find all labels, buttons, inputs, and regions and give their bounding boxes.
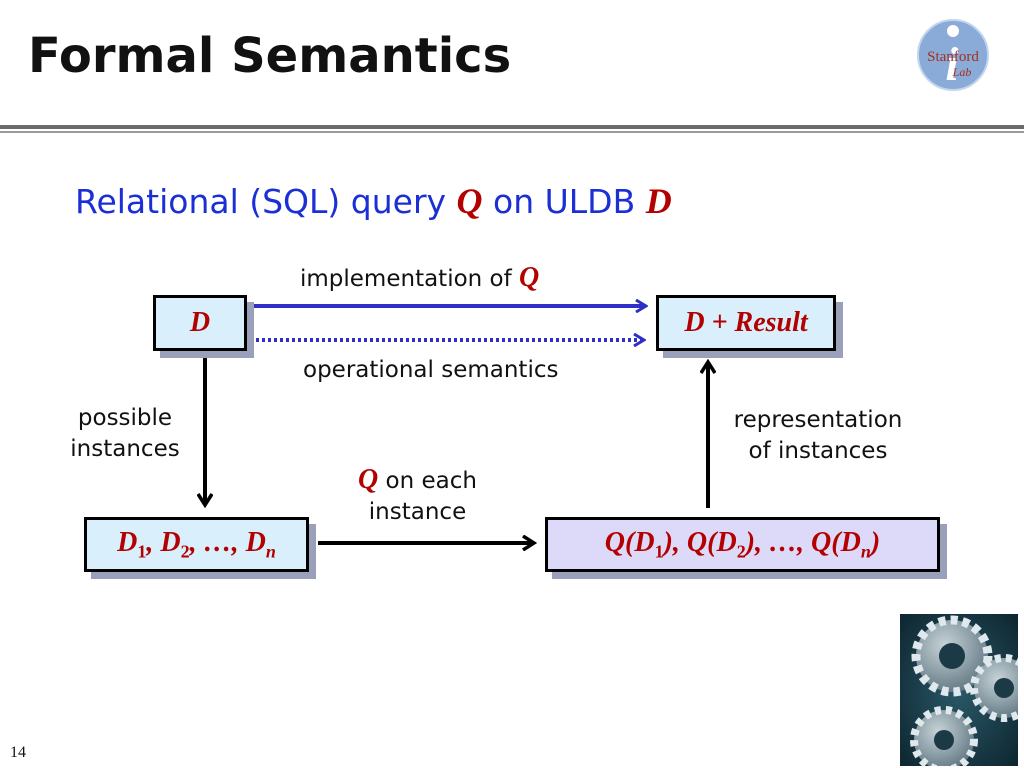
gear-top-icon	[911, 615, 993, 697]
qr-q1: Q	[604, 526, 626, 558]
qr-sep: ,	[672, 526, 687, 558]
q-on-each-q: Q	[358, 464, 379, 495]
qr-sub-2: 2	[736, 541, 746, 562]
qr-d1: D	[634, 526, 655, 558]
possible-instances-label: possible instances	[60, 403, 190, 465]
logo-stanford-text: Stanford	[927, 49, 979, 65]
logo-letter: i	[945, 38, 959, 91]
qr-d2: D	[716, 526, 737, 558]
slide-subtitle: Relational (SQL) query Q on ULDB D	[75, 180, 672, 222]
subtitle-query-var: Q	[456, 181, 483, 221]
result-box-label: D + Result	[684, 307, 808, 338]
q-on-each-text: on each	[378, 468, 477, 494]
qr-close2: )	[745, 526, 756, 558]
qr-open2: (	[707, 526, 717, 558]
gear-bottom-icon	[910, 706, 978, 766]
title-divider	[0, 125, 1024, 129]
qr-qn: Q	[811, 526, 832, 558]
instances-dn: D	[245, 526, 266, 558]
query-results-box: Q(D1), Q(D2), …, Q(Dn)	[545, 517, 940, 572]
instances-d2: D	[160, 526, 181, 558]
query-results-box-label: Q(D1), Q(D2), …, Q(Dn)	[605, 527, 880, 563]
instances-d1: D	[117, 526, 138, 558]
gears-image	[900, 614, 1018, 766]
instances-box: D1, D2, …, Dn	[84, 517, 309, 572]
q-on-each-instance-label: Q on each instance	[330, 464, 505, 528]
qr-dn: D	[840, 526, 861, 558]
instances-sub-n: n	[265, 541, 276, 562]
instances-box-label: D1, D2, …, Dn	[117, 527, 276, 563]
gear-right-icon	[970, 654, 1018, 722]
qr-q2: Q	[686, 526, 708, 558]
qr-openn: (	[831, 526, 841, 558]
subtitle-mid: on ULDB	[482, 182, 646, 221]
possible-instances-line2: instances	[70, 436, 180, 462]
slide-title: Formal Semantics	[28, 28, 512, 84]
representation-line1: representation	[733, 407, 903, 433]
subtitle-db-var: D	[645, 181, 672, 221]
qr-sub-1: 1	[654, 541, 664, 562]
qr-close1: )	[663, 526, 673, 558]
qr-open1: (	[625, 526, 635, 558]
instances-ellipsis: , …,	[189, 526, 246, 558]
title-divider-thin	[0, 131, 1024, 133]
instances-sub-2: 2	[180, 541, 190, 562]
representation-line2: of instances	[748, 438, 888, 464]
operational-semantics-label: operational semantics	[303, 357, 559, 383]
result-box: D + Result	[656, 295, 836, 351]
page-number: 14	[10, 744, 26, 761]
database-box: D	[153, 295, 247, 351]
logo-lab-text: Lab	[952, 65, 972, 79]
qr-ellipsis: , …,	[755, 526, 812, 558]
possible-instances-line1: possible	[77, 405, 173, 431]
subtitle-prefix: Relational (SQL) query	[75, 182, 457, 221]
instances-sub-1: 1	[137, 541, 147, 562]
stanford-infolab-logo: i Stanford Lab	[917, 19, 989, 91]
qr-sub-n: n	[860, 541, 871, 562]
implementation-label-q: Q	[519, 262, 540, 293]
instances-comma: ,	[146, 526, 161, 558]
representation-label: representation of instances	[718, 405, 918, 467]
q-on-each-line2: instance	[368, 499, 467, 525]
qr-closen: )	[870, 526, 881, 558]
database-box-label: D	[189, 307, 211, 338]
implementation-label: implementation of Q	[300, 262, 539, 295]
q-on-each-line1: Q on each	[330, 464, 505, 497]
implementation-label-text: implementation of	[300, 266, 520, 292]
